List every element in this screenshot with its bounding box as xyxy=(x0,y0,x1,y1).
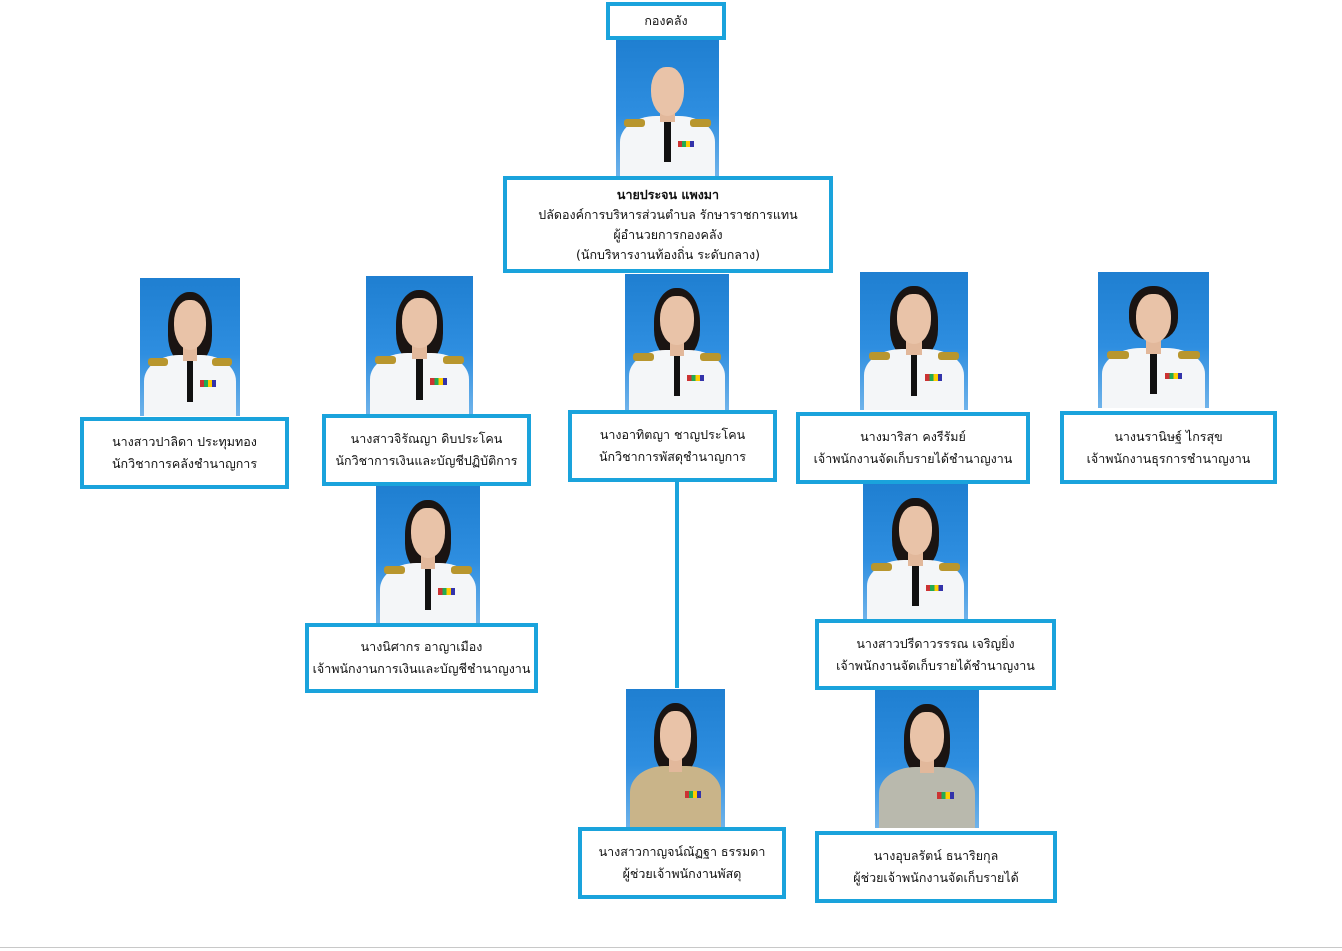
staff-name: นางมาริสา คงรีรัมย์ xyxy=(860,429,966,444)
page-bottom-divider xyxy=(0,947,1342,948)
staff-name: นางสาวปาลิดา ประทุมทอง xyxy=(112,434,257,449)
staff-name: นางนรานิษฐ์ ไกรสุข xyxy=(1114,428,1223,444)
staff-photo-marisa xyxy=(860,272,968,410)
staff-name: นางสาวกาญจน์ณัฏฐา ธรรมดา xyxy=(598,844,766,859)
head-photo xyxy=(616,40,719,176)
staff-position: นักวิชาการเงินและบัญชีปฏิบัติการ xyxy=(335,453,518,468)
staff-photo-naranit xyxy=(1098,272,1209,408)
staff-box-ubonrat: นางอุบลรัตน์ ธนาริยกุล ผู้ช่วยเจ้าพนักงา… xyxy=(815,831,1057,903)
staff-photo-athitaya xyxy=(625,274,729,410)
department-title: กองคลัง xyxy=(644,13,688,28)
staff-box-athitaya: นางอาทิตญา ชาญประโคน นักวิชาการพัสดุชำนา… xyxy=(568,410,777,482)
staff-position: ผู้ช่วยเจ้าพนักงานจัดเก็บรายได้ xyxy=(853,870,1019,885)
staff-position: นักวิชาการคลังชำนาญการ xyxy=(111,456,258,471)
staff-photo-ubonrat xyxy=(875,690,979,828)
staff-position: เจ้าพนักงานการเงินและบัญชีชำนาญงาน xyxy=(312,661,531,676)
staff-name: นางอาทิตญา ชาญประโคน xyxy=(599,427,746,442)
staff-box-kanjanat: นางสาวกาญจน์ณัฏฐา ธรรมดา ผู้ช่วยเจ้าพนัก… xyxy=(578,827,786,899)
head-box: นายประจน แพงมา ปลัดองค์การบริหารส่วนตำบล… xyxy=(503,176,833,273)
head-position-line3: (นักบริหารงานท้องถิ่น ระดับกลาง) xyxy=(576,246,760,262)
staff-photo-kanjanat xyxy=(626,689,725,827)
staff-position: ผู้ช่วยเจ้าพนักงานพัสดุ xyxy=(622,866,742,881)
staff-photo-palida xyxy=(140,278,240,416)
staff-photo-nisakorn xyxy=(376,486,480,624)
staff-name: นางนิศากร อาญาเมือง xyxy=(360,639,483,654)
staff-box-naranit: นางนรานิษฐ์ ไกรสุข เจ้าพนักงานธุรการชำนา… xyxy=(1060,411,1277,484)
department-title-box: กองคลัง xyxy=(606,2,726,40)
staff-name: นางอุบลรัตน์ ธนาริยกุล xyxy=(873,848,999,863)
head-position-line1: ปลัดองค์การบริหารส่วนตำบล รักษาราชการแทน xyxy=(538,206,798,222)
staff-position: เจ้าพนักงานจัดเก็บรายได้ชำนาญงาน xyxy=(813,451,1013,466)
head-name: นายประจน แพงมา xyxy=(616,186,720,202)
staff-name: นางสาวปรีดาวรรรณ เจริญยิ่ง xyxy=(856,635,1015,651)
staff-position: เจ้าพนักงานจัดเก็บรายได้ชำนาญงาน xyxy=(836,657,1035,673)
staff-name: นางสาวจิรัณญา ดิบประโคน xyxy=(350,431,503,446)
staff-box-jirinya: นางสาวจิรัณญา ดิบประโคน นักวิชาการเงินแล… xyxy=(322,414,531,486)
staff-position: นักวิชาการพัสดุชำนาญการ xyxy=(599,449,746,464)
staff-position: เจ้าพนักงานธุรการชำนาญงาน xyxy=(1086,450,1251,466)
staff-box-preedawan: นางสาวปรีดาวรรรณ เจริญยิ่ง เจ้าพนักงานจั… xyxy=(815,619,1056,690)
staff-box-nisakorn: นางนิศากร อาญาเมือง เจ้าพนักงานการเงินแล… xyxy=(305,623,538,693)
staff-box-marisa: นางมาริสา คงรีรัมย์ เจ้าพนักงานจัดเก็บรา… xyxy=(796,412,1030,484)
staff-photo-preedawan xyxy=(863,484,968,620)
staff-box-palida: นางสาวปาลิดา ประทุมทอง นักวิชาการคลังชำน… xyxy=(80,417,289,489)
connector-line xyxy=(675,482,679,688)
staff-photo-jirinya xyxy=(366,276,473,414)
head-position-line2: ผู้อำนวยการกองคลัง xyxy=(613,226,723,242)
